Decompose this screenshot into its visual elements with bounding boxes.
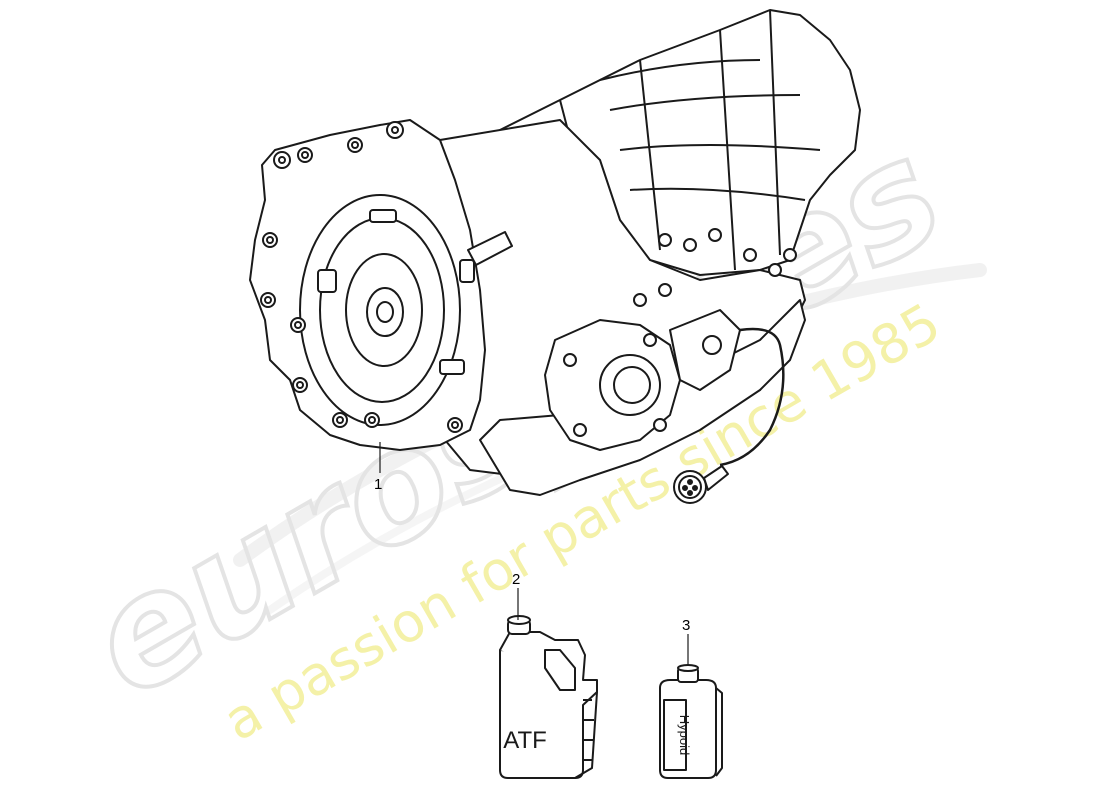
bottle-label: Hypoid (677, 715, 692, 755)
transmission-icon (249, 9, 861, 504)
canister-icon (499, 615, 598, 779)
canister-label: ATF (503, 727, 547, 754)
callout-number-3: 3 (682, 617, 690, 634)
wiring-harness (719, 327, 785, 467)
bolt-bosses (260, 121, 463, 433)
callouts: 1 2 3 (374, 442, 690, 666)
connector-icon (673, 465, 729, 504)
callout-number-1: 1 (374, 476, 382, 493)
bottle-icon (659, 664, 723, 779)
callout-number-2: 2 (512, 571, 520, 588)
gearbox-bolts (633, 228, 797, 307)
side-cover (544, 309, 741, 451)
